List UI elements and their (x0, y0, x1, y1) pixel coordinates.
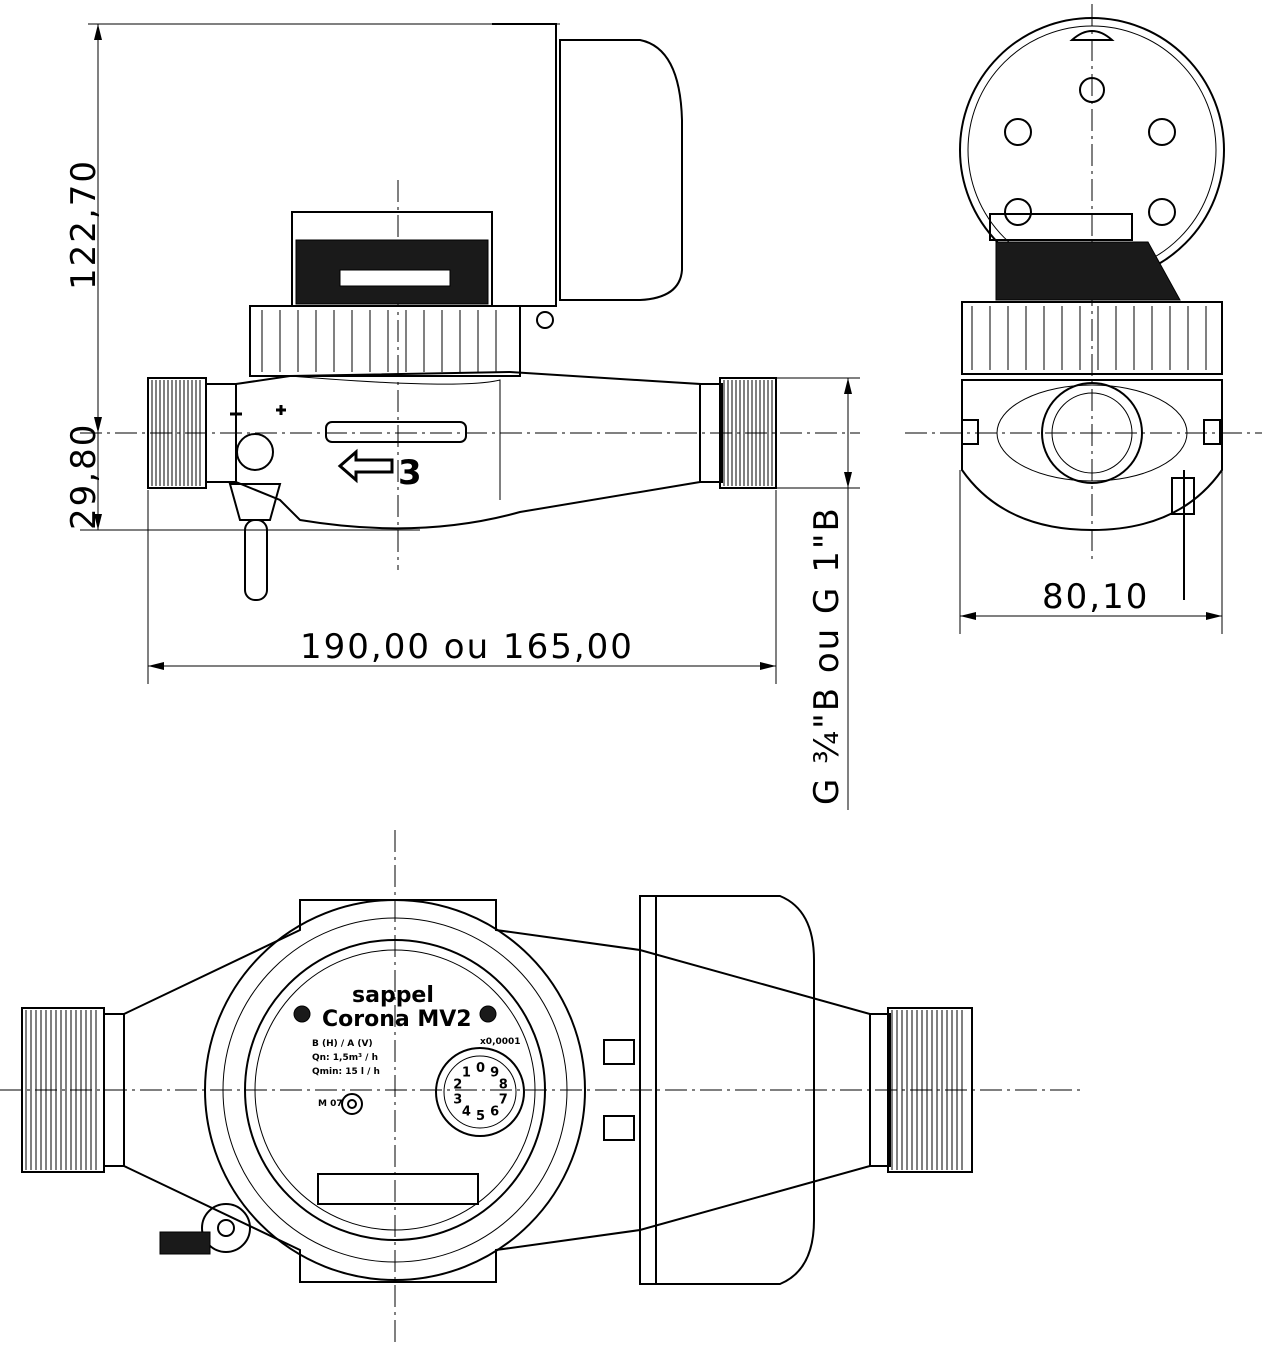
top-bezel (204, 899, 586, 1281)
lid-hinge-plate (492, 23, 557, 307)
end-view: 80,10 (905, 4, 1262, 634)
flow-arrow-label: 3 (398, 453, 422, 493)
length-value: 190,00 ou 165,00 (300, 627, 634, 667)
height-dimension: 122,70 (64, 23, 560, 433)
lid-cover (559, 39, 683, 301)
dial-digit: 0 (476, 1061, 485, 1076)
top-view: sappel Corona MV2 B (H) / A (V) Qn: 1,5m… (0, 830, 1080, 1346)
dial-digit: 2 (453, 1078, 462, 1093)
width-dimension: 80,10 (959, 470, 1223, 634)
height-total-value: 122,70 (64, 159, 104, 290)
dial-scale-label: x0,0001 (480, 1037, 521, 1047)
pipe-bore (1041, 382, 1143, 484)
minimum-flow: Qmin: 15 l / h (312, 1067, 380, 1077)
metrology-mark: M 07 (318, 1099, 343, 1109)
length-dimension: 190,00 ou 165,00 (147, 490, 777, 684)
dial-digit: 1 (462, 1066, 471, 1081)
hinge-upper (603, 1039, 635, 1065)
right-thread (699, 377, 777, 489)
screw-right (479, 1005, 497, 1023)
thread-value: G ¾"B ou G 1"B (807, 506, 847, 805)
dial-digit: 9 (490, 1066, 499, 1081)
dial-digit: 3 (453, 1092, 462, 1107)
side-view: 3 122,70 (64, 23, 860, 810)
counter-window (317, 1173, 479, 1205)
top-body (123, 899, 871, 1283)
flow-direction-arrow: 3 (337, 448, 422, 493)
brand-name: sappel (352, 983, 434, 1008)
end-body (961, 379, 1223, 532)
top-lid (655, 895, 815, 1285)
nominal-flow: Qn: 1,5m³ / h (312, 1053, 378, 1063)
end-totalizer (995, 241, 1181, 301)
dial-digit: 5 (476, 1109, 485, 1124)
end-bezel (961, 301, 1223, 375)
dial-face (244, 939, 546, 1241)
accuracy-class: B (H) / A (V) (312, 1039, 373, 1049)
bezel-ring (249, 305, 521, 377)
thread-dimension: G ¾"B ou G 1"B (776, 377, 860, 810)
dial-digit: 6 (490, 1104, 499, 1119)
body-slot (325, 421, 467, 443)
width-value: 80,10 (1042, 577, 1149, 617)
register-head (291, 211, 493, 307)
flow-star (341, 1093, 363, 1115)
model-name: Corona MV2 (322, 1007, 472, 1032)
axis-height-value: 29,80 (64, 423, 104, 530)
dial-digit: 4 (462, 1104, 471, 1119)
axis-height-dimension: 29,80 (64, 423, 420, 531)
meter-body (235, 370, 701, 530)
top-seal (159, 1203, 251, 1255)
dial-digit: 7 (499, 1092, 508, 1107)
dial-digit: 8 (499, 1078, 508, 1093)
hinge-lower (603, 1115, 635, 1141)
screw-left (293, 1005, 311, 1023)
top-right-thread (887, 1007, 973, 1173)
seal-tag (228, 405, 286, 601)
